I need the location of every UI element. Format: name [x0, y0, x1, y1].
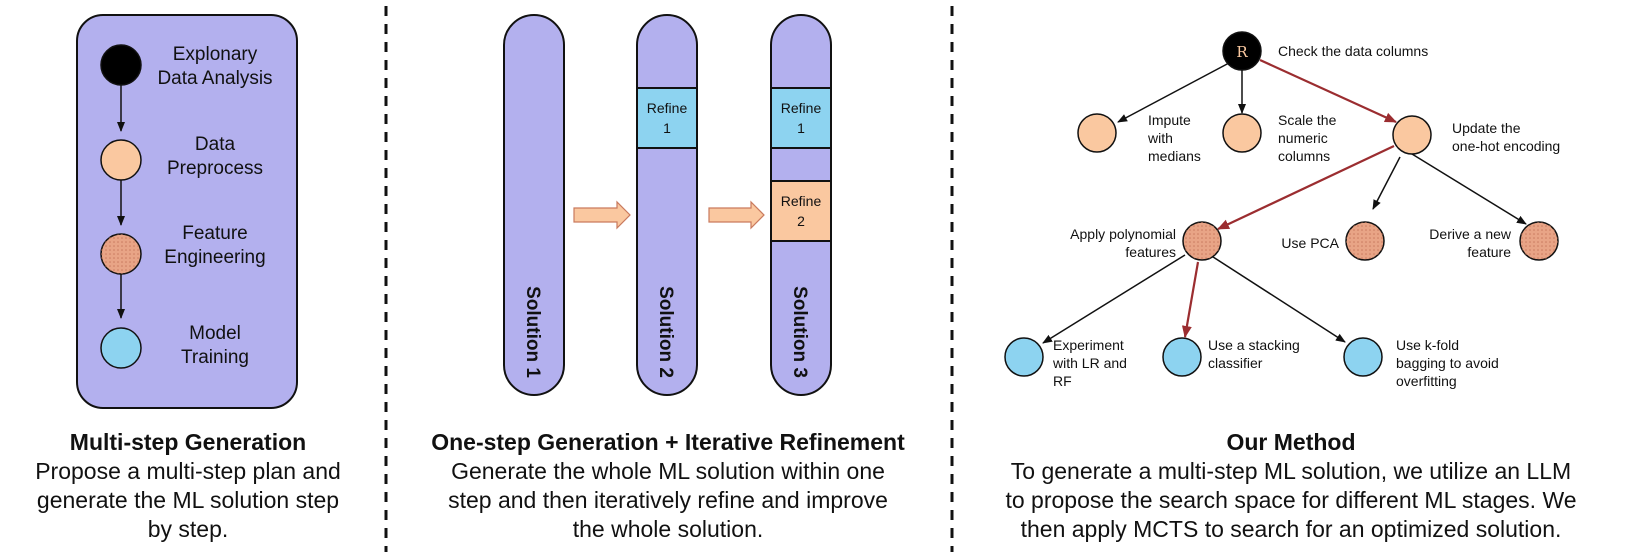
- caption-iterative-line-3: the whole solution.: [572, 516, 764, 542]
- pca-label: Use PCA: [1281, 235, 1339, 251]
- impute-label-3: medians: [1148, 148, 1201, 164]
- poly-label-2: features: [1125, 244, 1176, 260]
- kfold-label-1: Use k-fold: [1396, 337, 1459, 353]
- caption-multi-step-line-2: generate the ML solution step: [36, 487, 340, 513]
- refine-1-label-sol2: Refine: [647, 100, 688, 116]
- solution-2-label: Solution 2: [655, 286, 676, 378]
- pipeline-box: [76, 14, 298, 409]
- experiment-label-2: with LR and: [1052, 355, 1127, 371]
- eda-label-1: Explonary: [173, 44, 258, 65]
- kfold-label-2: bagging to avoid: [1396, 355, 1499, 371]
- stacking-label-1: Use a stacking: [1208, 337, 1300, 353]
- root-node: [1222, 31, 1262, 71]
- kfold-node: [1343, 337, 1383, 377]
- caption-multi-step-title: Multi-step Generation: [69, 429, 307, 455]
- impute-label-2: with: [1147, 130, 1173, 146]
- stacking-node: [1162, 337, 1202, 377]
- derive-label-1: Derive a new: [1429, 226, 1512, 242]
- solution-3-label: Solution 3: [789, 286, 810, 378]
- root-label: Check the data columns: [1278, 43, 1428, 59]
- caption-our-method-line-2: to propose the search space for differen…: [1005, 487, 1577, 513]
- refine-2-block-sol3: [770, 180, 832, 242]
- solution-1-bar: [503, 14, 565, 396]
- refine-2-num-sol3: 2: [797, 213, 805, 229]
- preprocess-label-2: Preprocess: [167, 158, 263, 179]
- eda-node: [100, 44, 142, 86]
- caption-our-method-line-1: To generate a multi-step ML solution, we…: [1010, 458, 1572, 484]
- training-label-1: Model: [189, 323, 241, 344]
- derive-label-2: feature: [1467, 244, 1511, 260]
- update-label-2: one-hot encoding: [1452, 138, 1560, 154]
- solution-1-label: Solution 1: [522, 286, 543, 378]
- preprocess-node: [100, 139, 142, 181]
- caption-multi-step: Multi-step Generation Propose a multi-st…: [4, 428, 372, 544]
- panel-multi-step: Explonary Data Analysis Data Preprocess …: [76, 14, 298, 409]
- panel-iterative-refinement: Refine 1 Refine 1 Refine 2 Solution 1 So…: [503, 14, 832, 396]
- caption-multi-step-line-1: Propose a multi-step plan and: [35, 458, 341, 484]
- scale-label-2: numeric: [1278, 130, 1328, 146]
- refine-1-num-sol3: 1: [797, 120, 805, 136]
- feature-label-2: Engineering: [164, 247, 265, 268]
- feature-label-1: Feature: [182, 223, 247, 244]
- caption-iterative: One-step Generation + Iterative Refineme…: [398, 428, 938, 544]
- scale-label-3: columns: [1278, 148, 1330, 164]
- caption-iterative-line-1: Generate the whole ML solution within on…: [451, 458, 885, 484]
- experiment-node: [1004, 337, 1044, 377]
- scale-node: [1222, 113, 1262, 153]
- kfold-label-3: overfitting: [1396, 373, 1457, 389]
- caption-multi-step-line-3: by step.: [147, 516, 229, 542]
- stacking-label-2: classifier: [1208, 355, 1263, 371]
- impute-label-1: Impute: [1148, 112, 1191, 128]
- caption-our-method-title: Our Method: [1226, 429, 1356, 455]
- experiment-label-1: Experiment: [1053, 337, 1124, 353]
- update-label-1: Update the: [1452, 120, 1521, 136]
- caption-iterative-line-2: step and then iteratively refine and imp…: [448, 487, 888, 513]
- root-symbol: R: [1236, 43, 1248, 61]
- poly-label-1: Apply polynomial: [1070, 226, 1176, 242]
- arrow-sol1-to-sol2: [573, 200, 631, 230]
- impute-node: [1077, 113, 1117, 153]
- panel-mcts-tree: R Check the data columns Impute with med…: [1004, 31, 1560, 389]
- preprocess-label-1: Data: [195, 134, 236, 155]
- training-node: [100, 327, 142, 369]
- experiment-label-3: RF: [1053, 373, 1072, 389]
- arrow-sol2-to-sol3: [708, 200, 765, 230]
- caption-iterative-title: One-step Generation + Iterative Refineme…: [431, 429, 905, 455]
- eda-label-2: Data Analysis: [157, 68, 272, 89]
- refine-2-label-sol3: Refine: [781, 193, 822, 209]
- refine-1-block-sol3: [770, 87, 832, 149]
- refine-1-num-sol2: 1: [663, 120, 671, 136]
- training-label-2: Training: [181, 347, 249, 368]
- refine-1-block-sol2: [636, 87, 698, 149]
- update-node: [1392, 115, 1432, 155]
- refine-1-label-sol3: Refine: [781, 100, 822, 116]
- caption-our-method: Our Method To generate a multi-step ML s…: [960, 428, 1622, 544]
- caption-our-method-line-3: then apply MCTS to search for an optimiz…: [1020, 516, 1562, 542]
- scale-label-1: Scale the: [1278, 112, 1337, 128]
